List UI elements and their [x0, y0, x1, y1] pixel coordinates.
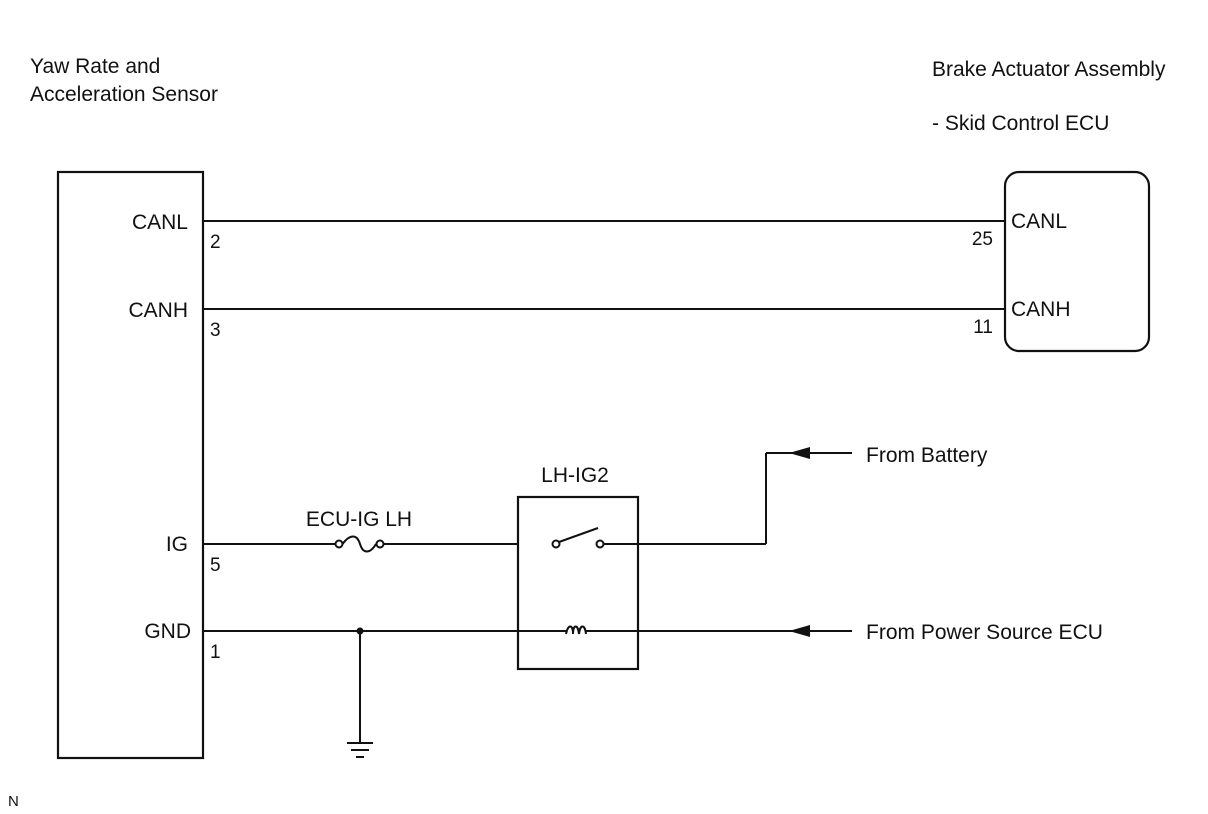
sensor-pin-ig-label: IG [166, 533, 188, 556]
sensor-pin-canl-label: CANL [132, 211, 188, 234]
battery-arrow-icon [789, 447, 810, 459]
relay-box [516, 495, 640, 671]
sensor-pin-gnd-number: 1 [210, 642, 221, 663]
sensor-pin-canh-number: 3 [210, 320, 221, 341]
sensor-pin-canh-label: CANH [128, 299, 188, 322]
power-source-label: From Power Source ECU [866, 621, 1103, 644]
actuator-title: Brake Actuator Assembly [932, 58, 1166, 81]
ground-icon [347, 742, 373, 758]
fuse-label: ECU-IG LH [306, 508, 412, 531]
actuator-pin-canh-number: 11 [973, 317, 993, 338]
sensor-box [56, 170, 205, 760]
sensor-title-line2: Acceleration Sensor [30, 83, 218, 106]
power-source-arrow-icon [789, 625, 810, 637]
actuator-subtitle: - Skid Control ECU [932, 112, 1109, 135]
actuator-pin-canl-label: CANL [1011, 210, 1067, 233]
sensor-pin-ig-number: 5 [210, 555, 221, 576]
sensor-pin-gnd-label: GND [144, 620, 191, 643]
sensor-title-line1: Yaw Rate and [30, 55, 160, 78]
fuse-icon [334, 535, 385, 553]
footer-code: N [8, 793, 19, 810]
actuator-pin-canh-label: CANH [1011, 298, 1071, 321]
relay-coil-icon [565, 625, 587, 635]
relay-label: LH-IG2 [541, 464, 609, 487]
battery-source-label: From Battery [866, 444, 988, 467]
sensor-pin-canl-number: 2 [210, 232, 221, 253]
actuator-box [1003, 170, 1151, 353]
actuator-pin-canl-number: 25 [972, 229, 993, 250]
